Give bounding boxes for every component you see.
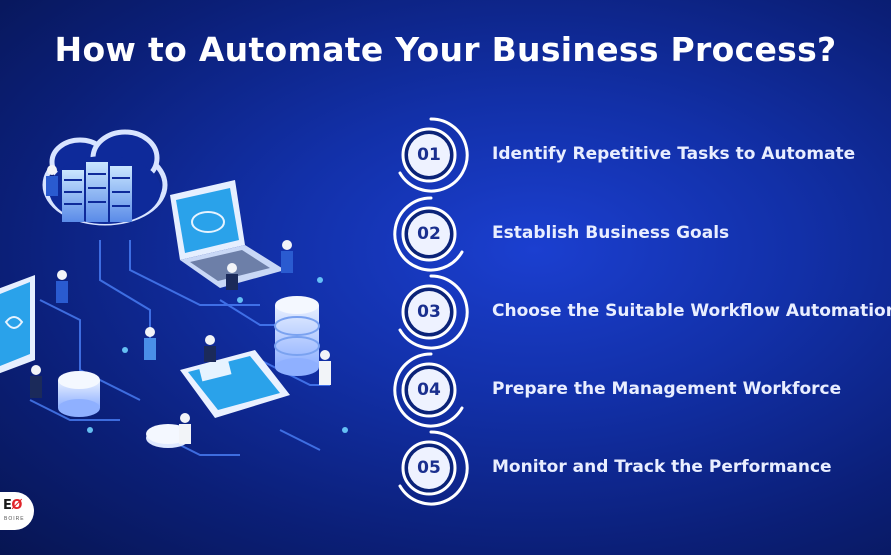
step-label: Monitor and Track the Performance	[492, 457, 832, 477]
step-number: 02	[417, 224, 441, 244]
logo-subtext: BOIRE	[4, 516, 25, 522]
step-label: Prepare the Management Workforce	[492, 379, 842, 399]
step-item-05: 05 Monitor and Track the Performance	[392, 429, 891, 507]
step-badge: 01	[392, 116, 470, 194]
step-label: Establish Business Goals	[492, 223, 730, 243]
logo-accent: Ø	[11, 498, 22, 513]
step-label: Identify Repetitive Tasks to Automate	[492, 144, 856, 164]
step-item-01: 01 Identify Repetitive Tasks to Automate	[392, 116, 891, 194]
step-number: 05	[417, 458, 441, 478]
monitor-icon	[0, 275, 35, 374]
step-item-02: 02 Establish Business Goals	[392, 195, 891, 273]
logo-text: E	[3, 498, 12, 513]
step-number: 04	[417, 380, 441, 400]
page-title: How to Automate Your Business Process?	[54, 30, 837, 69]
process-steps-list: 01 Identify Repetitive Tasks to Automate…	[392, 116, 891, 516]
database-icon	[274, 296, 320, 376]
tablet-icon	[180, 350, 290, 418]
step-badge: 05	[392, 429, 470, 507]
step-number: 03	[417, 302, 441, 322]
brand-logo: EØ BOIRE	[0, 492, 34, 530]
step-badge: 02	[392, 195, 470, 273]
step-item-03: 03 Choose the Suitable Workflow Automati…	[392, 273, 891, 351]
laptop-icon	[170, 180, 285, 288]
step-badge: 04	[392, 351, 470, 429]
step-number: 01	[417, 145, 441, 165]
automation-illustration	[0, 100, 380, 530]
server-rack-icon	[62, 162, 132, 222]
step-label: Choose the Suitable Workflow Automation …	[492, 301, 891, 321]
step-badge: 03	[392, 273, 470, 351]
person-figure-icon	[30, 165, 331, 444]
step-item-04: 04 Prepare the Management Workforce	[392, 351, 891, 429]
